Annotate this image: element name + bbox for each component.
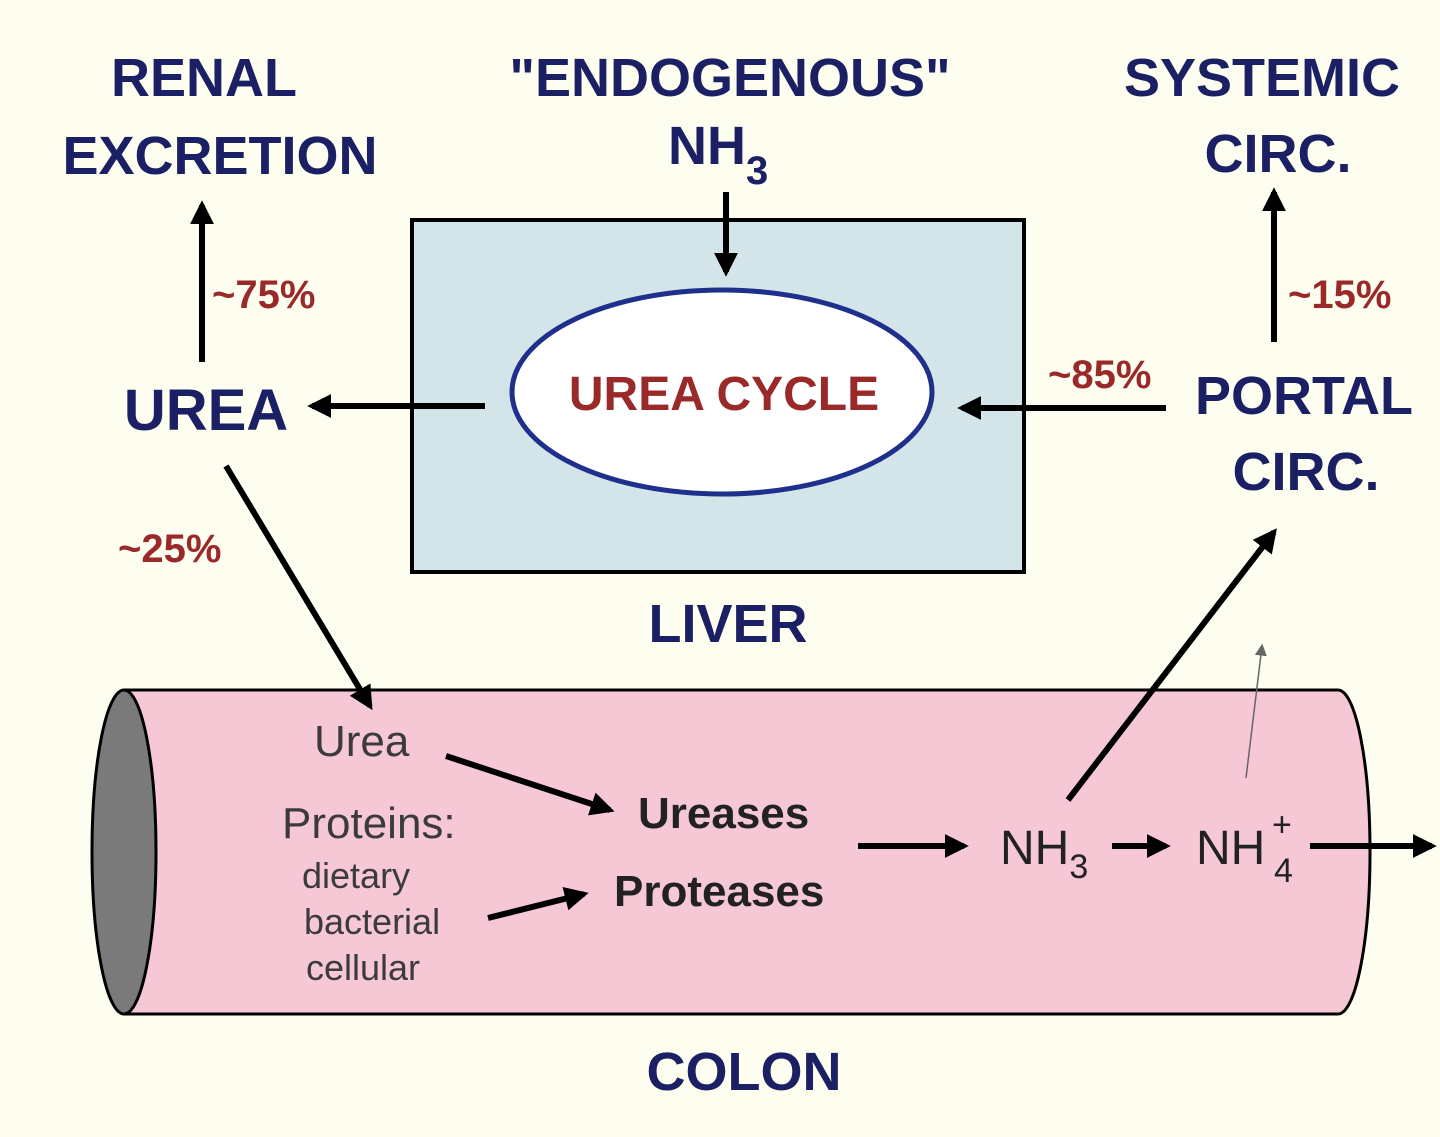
endogenous-label: "ENDOGENOUS" (509, 48, 950, 108)
arrow-nh4-faint-up (1245, 643, 1267, 779)
endogenous-nh: NH (668, 116, 746, 176)
arrow-urea-to-ureases (445, 753, 615, 816)
colon-nh3-base: NH (1000, 822, 1069, 875)
colon-label: COLON (647, 1042, 842, 1102)
colon-urea: Urea (314, 717, 410, 766)
liver-label: LIVER (648, 594, 807, 654)
colon-proteins: Proteins: (282, 799, 456, 848)
portal-label-line1: PORTAL (1195, 366, 1413, 426)
colon-nh4-sup: + (1272, 806, 1292, 844)
renal-label-line1: RENAL (111, 48, 297, 108)
colon-tube (122, 688, 1372, 1016)
pct-to-liver: ~85% (1048, 353, 1151, 397)
portal-label-line2: CIRC. (1233, 442, 1380, 502)
colon-opening (90, 688, 158, 1016)
colon-nh4: NH (1196, 822, 1265, 875)
colon-nh4-sub: 4 (1274, 852, 1293, 890)
arrow-nh3-to-portal (1065, 528, 1277, 802)
colon-nh3-sub: 3 (1069, 848, 1088, 886)
urea-label: UREA (124, 378, 288, 443)
pct-to-colon: ~25% (118, 527, 221, 571)
protein-source-cellular: cellular (306, 947, 420, 988)
endogenous-sub: 3 (746, 149, 768, 193)
renal-label-line2: EXCRETION (62, 126, 377, 186)
arrow-proteins-to-proteases (487, 887, 589, 921)
systemic-label-line1: SYSTEMIC (1124, 48, 1400, 108)
colon-proteases: Proteases (614, 867, 824, 916)
protein-source-bacterial: bacterial (304, 901, 440, 942)
urea-cycle-ellipse (509, 287, 935, 497)
arrow-urea-to-colon (223, 464, 373, 711)
endogenous-nh3: NH3 (668, 116, 768, 193)
colon-nh3: NH3 (1000, 822, 1088, 886)
pct-to-renal: ~75% (212, 273, 315, 317)
colon-ureases: Ureases (638, 789, 809, 838)
protein-source-dietary: dietary (302, 855, 410, 896)
systemic-label-line2: CIRC. (1205, 124, 1352, 184)
urea-cycle-label: UREA CYCLE (569, 368, 879, 421)
pct-to-systemic: ~15% (1288, 273, 1391, 317)
